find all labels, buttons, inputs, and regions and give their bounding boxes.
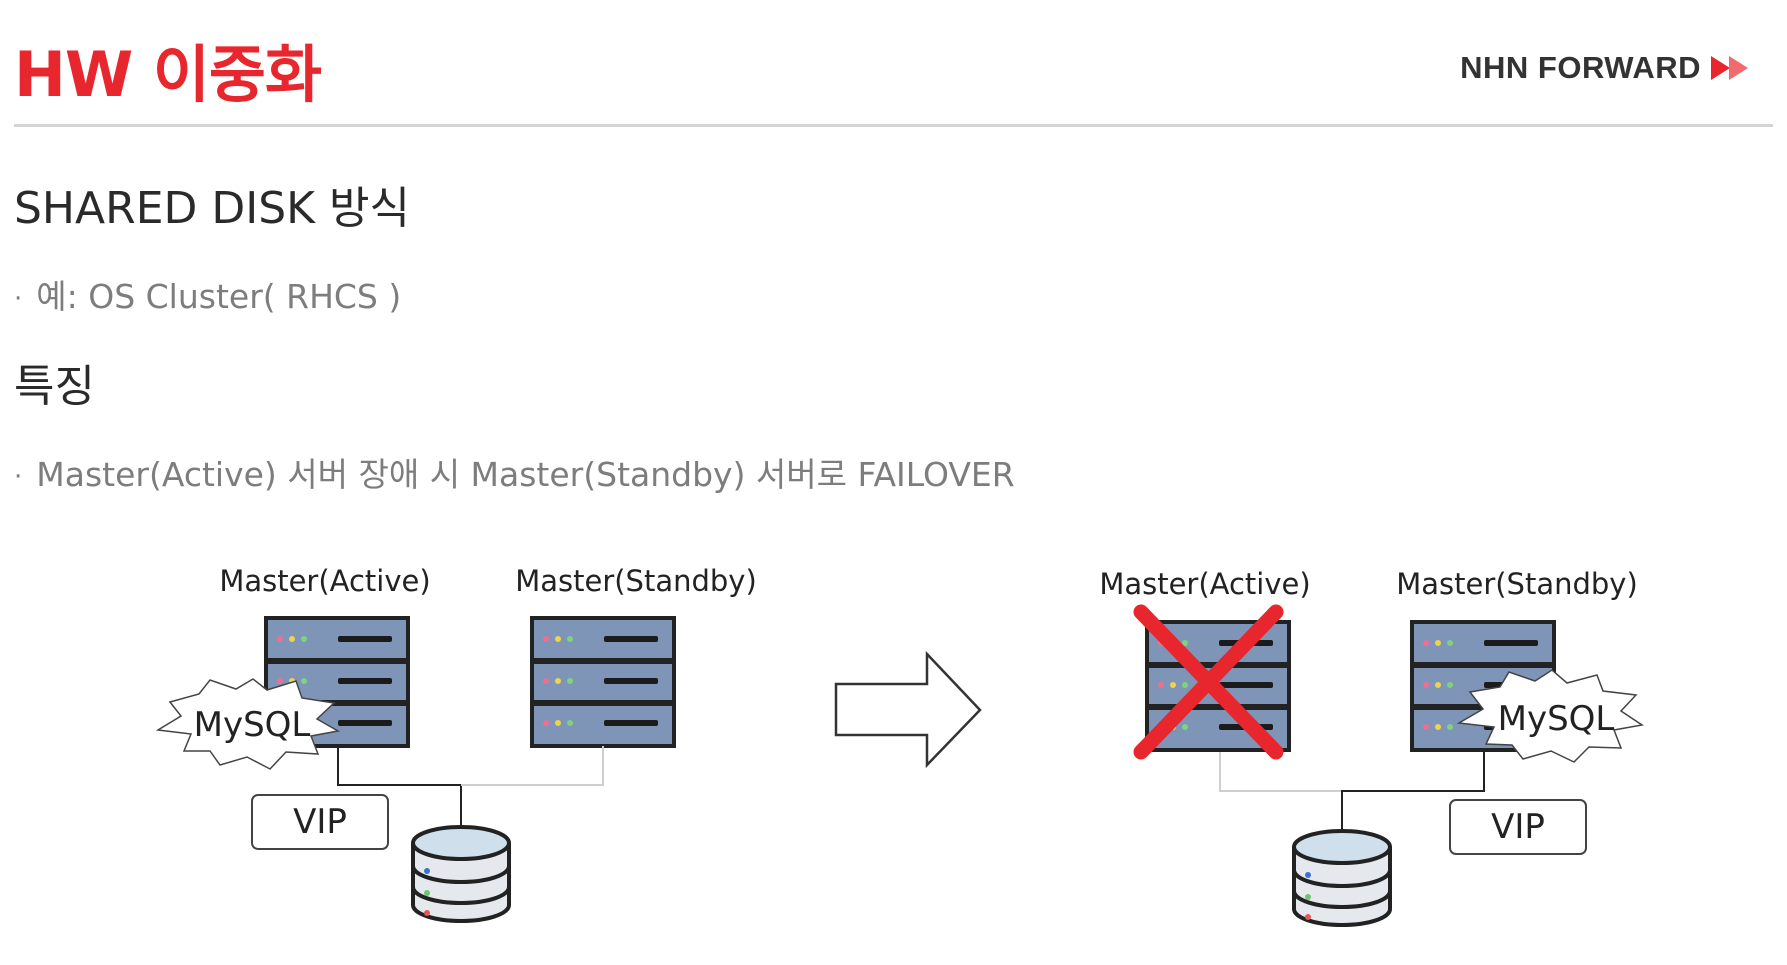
section-heading-features: 특징	[14, 361, 95, 412]
page-title: HW 이중화	[14, 38, 322, 111]
brand-logo: NHN FORWARD	[1460, 50, 1751, 86]
standby-server-icon	[530, 616, 676, 748]
new-active-server-label: Master(Standby)	[1396, 567, 1638, 601]
active-server-label: Master(Active)	[219, 564, 430, 598]
active-connection-line	[337, 746, 462, 826]
shared-disk-database-icon	[411, 825, 511, 923]
vip-label: VIP	[1491, 807, 1545, 847]
bullet-example: ·예: OS Cluster( RHCS )	[14, 277, 402, 316]
header-divider	[14, 124, 1773, 127]
failover-diagram: Master(Active) Master(Standby) MySQL VIP…	[155, 564, 1644, 927]
standby-server-label: Master(Standby)	[515, 564, 757, 598]
bullet-failover: ·Master(Active) 서버 장애 시 Master(Standby) …	[14, 455, 1015, 494]
mysql-label: MySQL	[194, 705, 311, 745]
cross-icon	[1133, 604, 1284, 760]
new-active-connection-line	[1341, 752, 1485, 830]
after-failover-panel: Master(Active) Master(Standby) MySQL VIP	[1099, 567, 1644, 927]
standby-connection-line	[461, 746, 604, 786]
mysql-burst-badge	[1456, 669, 1644, 763]
section-heading-shared-disk: SHARED DISK 방식	[14, 183, 410, 234]
vip-label: VIP	[293, 802, 347, 842]
before-failover-panel: Master(Active) Master(Standby) MySQL VIP	[155, 564, 757, 923]
failed-active-server-label: Master(Active)	[1099, 567, 1310, 601]
right-arrow-icon	[834, 650, 982, 769]
bullet-failover-text: Master(Active) 서버 장애 시 Master(Standby) 서…	[36, 455, 1015, 494]
mysql-burst-badge	[155, 678, 341, 770]
failed-connection-line	[1219, 752, 1342, 792]
bullet-example-text: 예: OS Cluster( RHCS )	[36, 277, 402, 316]
mysql-label: MySQL	[1498, 699, 1615, 739]
shared-disk-database-icon	[1292, 829, 1392, 927]
brand-name: NHN FORWARD	[1460, 50, 1701, 85]
play-arrows-icon	[1711, 56, 1748, 80]
